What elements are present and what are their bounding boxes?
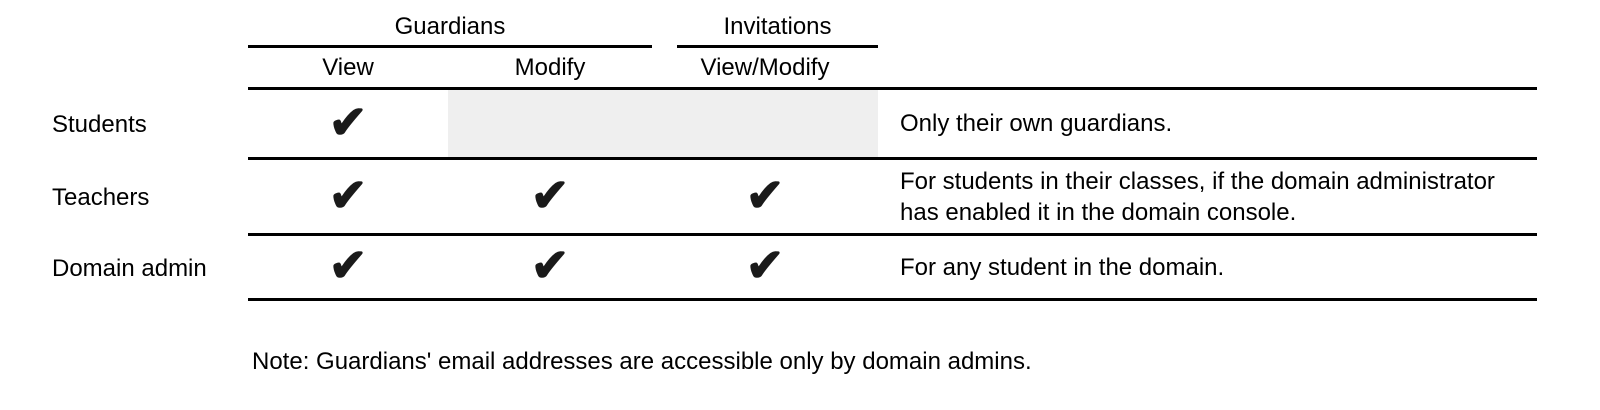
domain-admin-note-cell: For any student in the domain. [878,236,1537,301]
domain-admin-invitations-view-modify-cell: ✔ [652,236,878,301]
checkmark-icon: ✔ [745,168,785,221]
students-guardians-modify-cell [448,90,652,160]
row-label-students: Students [52,111,147,138]
teachers-guardians-view-cell: ✔ [248,160,448,236]
group-header-invitations: Invitations [652,8,878,48]
table-row-domain-admin: Domain admin ✔ ✔ ✔ For any student in th… [0,236,1600,301]
checkmark-icon: ✔ [530,168,570,221]
column-header-modify: Modify [448,48,652,90]
column-header-notes [878,48,1537,90]
row-label-teachers: Teachers [52,184,150,211]
view-modify-column-label: View/Modify [700,53,830,81]
modify-column-label: Modify [514,53,586,81]
domain-admin-guardians-view-cell: ✔ [248,236,448,301]
teachers-guardians-modify-cell: ✔ [448,160,652,236]
students-invitations-view-modify-cell [652,90,878,160]
guardians-group-label: Guardians [394,12,506,40]
checkmark-icon: ✔ [328,95,368,148]
permissions-table: Guardians Invitations View Modify View/M… [0,8,1600,301]
column-header-view-modify: View/Modify [652,48,878,90]
table-row-teachers: Teachers ✔ ✔ ✔ For students in their cla… [0,160,1600,236]
footnote: Note: Guardians' email addresses are acc… [252,348,1032,375]
column-header-view: View [248,48,448,90]
group-header-row: Guardians Invitations [0,8,1600,48]
invitations-underline: Invitations [677,8,878,48]
checkmark-icon: ✔ [530,239,570,291]
column-header-row: View Modify View/Modify [0,48,1600,90]
checkmark-icon: ✔ [745,239,785,291]
checkmark-icon: ✔ [328,168,368,221]
group-header-guardians: Guardians [248,8,652,48]
view-column-label: View [322,53,374,81]
students-guardians-view-cell: ✔ [248,90,448,160]
invitations-group-label: Invitations [723,12,832,40]
column-header-spacer [0,48,248,90]
group-header-notes-spacer [878,8,1537,48]
group-header-spacer [0,8,248,48]
checkmark-icon: ✔ [328,239,368,291]
students-note-cell: Only their own guardians. [878,90,1537,160]
teachers-note-cell: For students in their classes, if the do… [878,160,1537,236]
teachers-invitations-view-modify-cell: ✔ [652,160,878,236]
table-row-students: Students ✔ Only their own guardians. [0,90,1600,160]
row-label-domain-admin: Domain admin [52,254,207,282]
domain-admin-guardians-modify-cell: ✔ [448,236,652,301]
